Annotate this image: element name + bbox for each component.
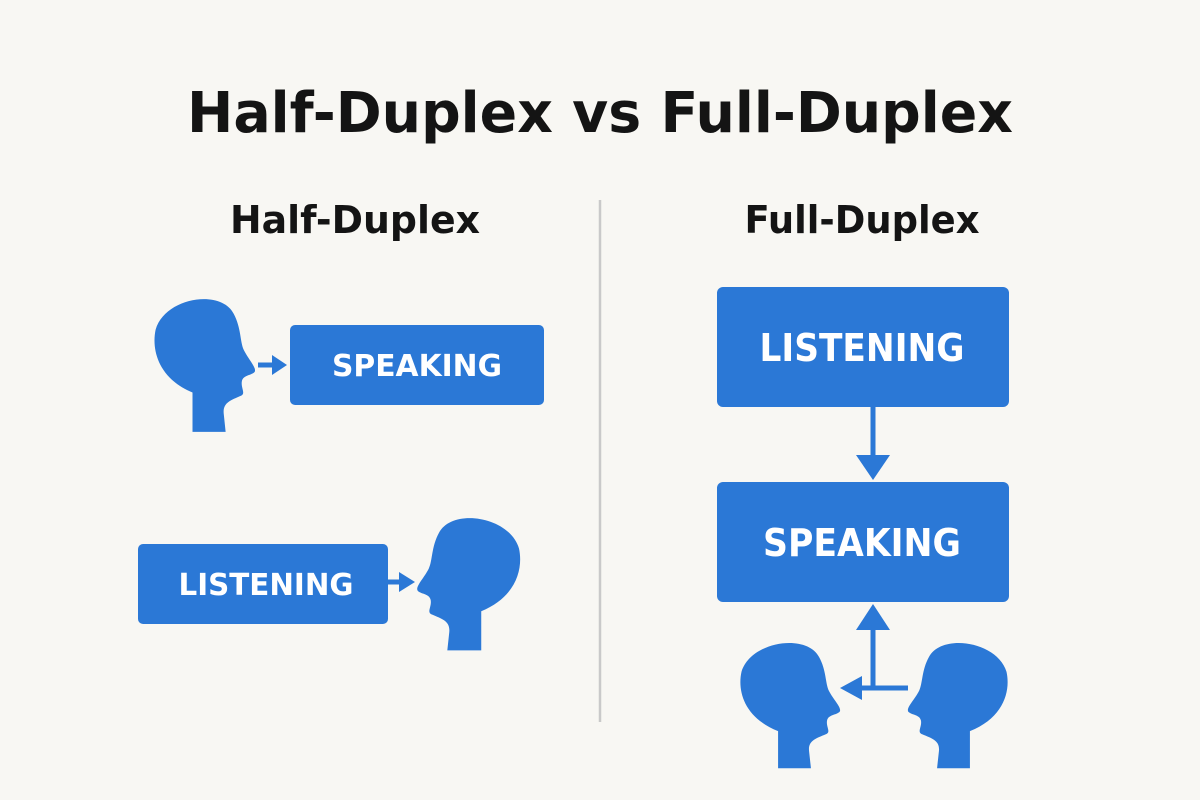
- head-icon: [154, 299, 256, 432]
- listening-label: LISTENING: [760, 326, 965, 370]
- full-duplex-heading: Full-Duplex: [745, 198, 980, 242]
- arrow-icon: [840, 604, 908, 700]
- speaking-box: SPEAKING: [717, 482, 1009, 602]
- half-duplex-panel: Half-Duplex SPEAKING LISTENING: [138, 198, 544, 651]
- head-icon: [907, 642, 1008, 769]
- arrow-icon: [258, 355, 287, 375]
- page-title: Half-Duplex vs Full-Duplex: [187, 81, 1013, 146]
- full-duplex-panel: Full-Duplex LISTENING SPEAKING: [717, 198, 1009, 769]
- arrow-icon: [388, 572, 415, 592]
- listening-box: LISTENING: [717, 287, 1009, 407]
- head-icon: [417, 518, 521, 651]
- listening-box: LISTENING: [138, 544, 388, 624]
- half-duplex-heading: Half-Duplex: [230, 198, 480, 242]
- speaking-label: SPEAKING: [332, 349, 502, 384]
- head-icon: [740, 642, 841, 769]
- listening-label: LISTENING: [179, 568, 354, 603]
- arrow-icon: [856, 407, 890, 480]
- speaking-box: SPEAKING: [290, 325, 544, 405]
- speaking-label: SPEAKING: [763, 521, 961, 565]
